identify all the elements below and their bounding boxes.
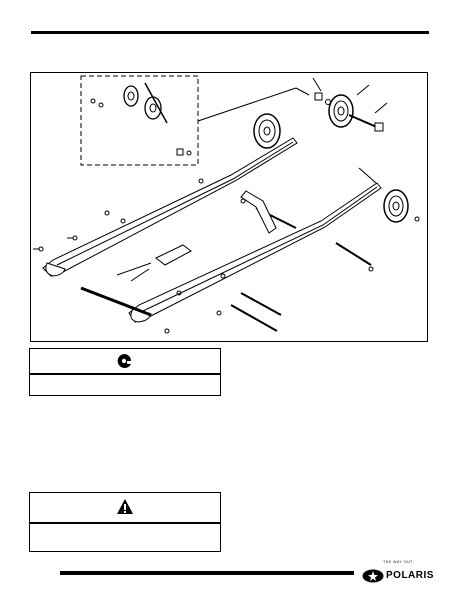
- warning-callout-header: [30, 493, 220, 524]
- torque-wrench-icon: [117, 353, 132, 368]
- footer-rule: [60, 571, 354, 575]
- wheel-top-right: [314, 92, 384, 132]
- polaris-star-icon: [362, 569, 384, 583]
- warning-callout-box: [29, 492, 221, 552]
- brand-tagline: THE WAY OUT: [383, 560, 413, 564]
- header-rule: [31, 31, 429, 34]
- wheel-left-rear: [253, 113, 281, 149]
- wheel-detail-1: [123, 85, 139, 107]
- brand-logo-text: POLARIS: [386, 570, 434, 581]
- brand-logo: THE WAY OUT POLARIS: [358, 560, 438, 588]
- torque-callout-box: [29, 348, 221, 396]
- suspension-exploded-diagram: [30, 72, 428, 342]
- torque-callout-header: [30, 349, 220, 375]
- suspension-drawing: [33, 75, 420, 334]
- warning-triangle-icon: [117, 499, 133, 514]
- wheel-right-rear: [383, 189, 409, 223]
- wheel-detail-2: [90, 82, 192, 156]
